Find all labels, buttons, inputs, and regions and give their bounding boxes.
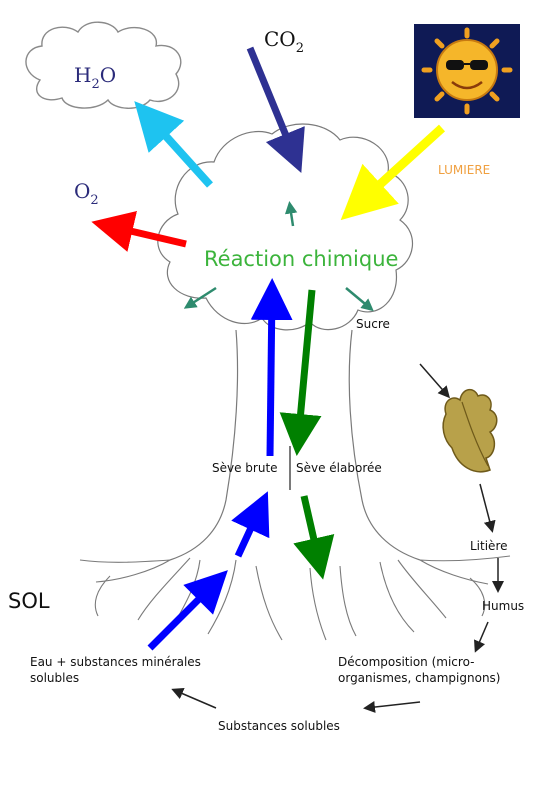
- cycle-arrow-to-decomposition: [474, 621, 489, 653]
- decomposition-label: Décomposition (micro- organismes, champi…: [338, 655, 500, 685]
- h2o-label: H2O: [74, 63, 116, 92]
- elaborated-sap-arrow-upper: [279, 289, 322, 456]
- tree-crown-outline: [157, 123, 414, 331]
- cycle-arrow-to-water: [171, 688, 217, 709]
- litter-label: Litière: [470, 539, 508, 553]
- cloud-icon: [25, 21, 182, 109]
- sun-icon: [414, 24, 520, 118]
- humus-label: Humus: [482, 599, 524, 613]
- elaborated-sap-label: Sève élaborée: [296, 461, 382, 475]
- raw-sap-label: Sève brute: [212, 461, 278, 475]
- soil-label: SOL: [8, 589, 50, 613]
- raw-sap-arrow-root: [147, 570, 228, 651]
- oak-leaf-icon: [442, 388, 498, 473]
- lumiere-label: LUMIERE: [438, 163, 490, 177]
- soluble-substances-label: Substances solubles: [218, 719, 340, 733]
- sucre-label: Sucre: [356, 317, 390, 331]
- raw-sap-arrow-upper: [250, 278, 293, 457]
- reaction-label: Réaction chimique: [204, 247, 398, 271]
- co2-arrow: [246, 46, 305, 173]
- o2-arrow: [91, 210, 187, 252]
- sugar-arrow-right: [345, 287, 374, 312]
- co2-label: CO2: [264, 27, 304, 56]
- light-arrow: [340, 124, 446, 221]
- cycle-arrow-to-leaf: [419, 363, 450, 399]
- tree-trunk-outline: [169, 329, 421, 561]
- cycle-arrow-to-substances: [363, 701, 421, 713]
- water-minerals-label: Eau + substances minérales solubles: [30, 655, 205, 685]
- sugar-arrow-left: [183, 286, 217, 309]
- o2-label: O2: [74, 179, 99, 208]
- raw-sap-arrow-lower: [231, 491, 270, 558]
- cycle-arrow-to-litter: [479, 483, 496, 533]
- sugar-arrow-up: [284, 201, 298, 227]
- h2o-arrow: [134, 101, 213, 188]
- tree-roots: [79, 555, 511, 641]
- elaborated-sap-arrow-lower: [293, 495, 335, 580]
